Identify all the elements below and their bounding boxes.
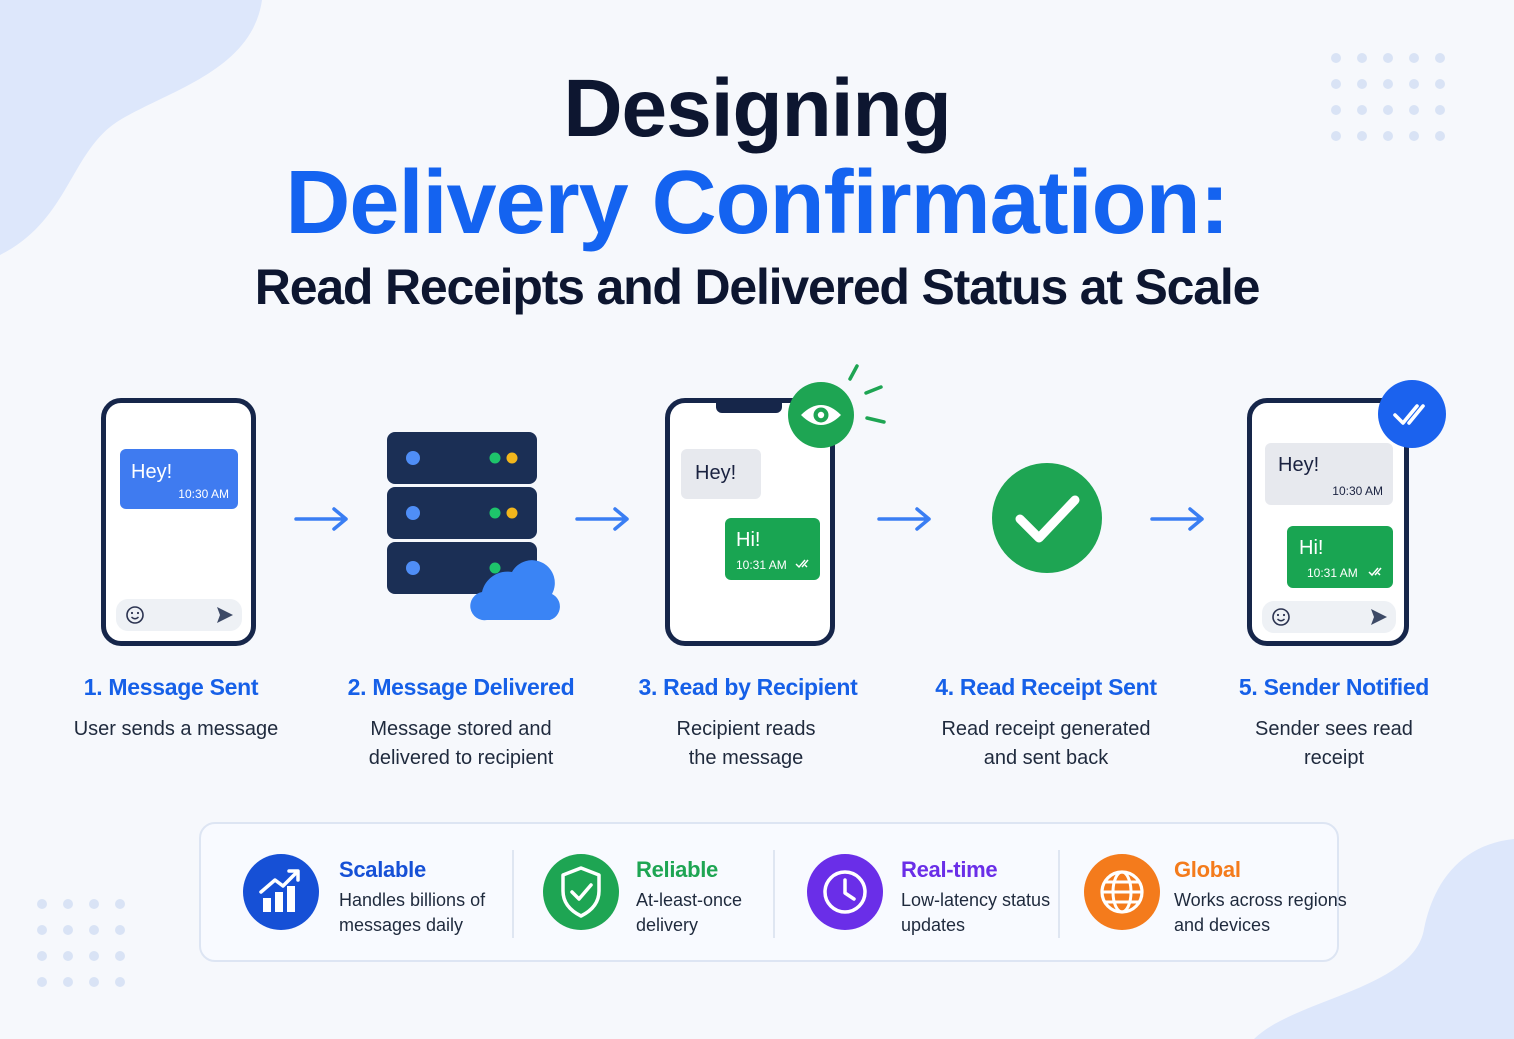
decorative-dot xyxy=(1383,105,1393,115)
feature-desc-global: Works across regions and devices xyxy=(1174,890,1347,935)
background-blob-top-left xyxy=(0,0,262,255)
feature-title-global: Global xyxy=(1174,857,1241,882)
decorative-dot xyxy=(63,925,73,935)
decorative-dot xyxy=(89,925,99,935)
flow-arrow-2 xyxy=(575,507,629,531)
clock-icon xyxy=(807,854,883,930)
decorative-dot xyxy=(63,977,73,987)
decorative-dot xyxy=(1409,131,1419,141)
feature-title-reliable: Reliable xyxy=(636,857,718,882)
emoji-icon[interactable] xyxy=(124,604,146,626)
step-4-description: Read receipt generated and sent back xyxy=(941,718,1151,769)
decorative-dot xyxy=(63,951,73,961)
decorative-dot xyxy=(37,899,47,909)
step-4-title: 4. Read Receipt Sent xyxy=(935,674,1157,700)
decorative-dot xyxy=(1383,79,1393,89)
step-2-description: Message stored and delivered to recipien… xyxy=(368,718,554,769)
decorative-dot xyxy=(1383,131,1393,141)
shield-check-icon xyxy=(543,854,619,930)
double-check-icon xyxy=(1368,567,1382,577)
page-title-line2: Delivery Confirmation: xyxy=(285,153,1229,253)
sender-phone: Hey! 10:30 AM xyxy=(101,398,256,646)
decorative-dot xyxy=(115,951,125,961)
feature-title-scalable: Scalable xyxy=(339,857,426,882)
step-1-title: 1. Message Sent xyxy=(83,674,259,700)
decorative-dot xyxy=(115,899,125,909)
background-blob-bottom-right xyxy=(1254,839,1514,1039)
feature-divider xyxy=(773,850,775,938)
sender-notified-phone: Hey! 10:30 AM Hi! 10:31 AM xyxy=(1247,398,1409,646)
phone-notch xyxy=(716,401,782,413)
decorative-dot xyxy=(37,925,47,935)
send-icon[interactable] xyxy=(1368,606,1390,628)
decorative-dot xyxy=(1435,79,1445,89)
server-cloud-icon xyxy=(387,432,560,621)
decorative-dot xyxy=(1357,105,1367,115)
decorative-dot xyxy=(89,899,99,909)
decorative-dot xyxy=(37,951,47,961)
check-circle-icon xyxy=(992,463,1102,573)
step-2-title: 2. Message Delivered xyxy=(347,674,575,700)
chart-up-icon xyxy=(243,854,319,930)
decorative-dot xyxy=(89,951,99,961)
decorative-dot xyxy=(63,899,73,909)
decorative-dots-top-right xyxy=(1331,53,1445,141)
feature-divider xyxy=(1058,850,1060,938)
decorative-dot xyxy=(1357,79,1367,89)
feature-title-realtime: Real-time xyxy=(901,857,998,882)
decorative-dot xyxy=(1357,131,1367,141)
reply-message-bubble: Hi! 10:31 AM xyxy=(725,518,820,580)
page-title-line1: Designing xyxy=(563,63,951,154)
step-5-description: Sender sees read receipt xyxy=(1255,718,1413,769)
message-input-bar[interactable] xyxy=(1262,601,1396,633)
decorative-dot xyxy=(1331,79,1341,89)
sent-message-bubble: Hey! 10:30 AM xyxy=(120,449,238,509)
page-subtitle: Read Receipts and Delivered Status at Sc… xyxy=(254,259,1261,315)
double-check-icon xyxy=(795,559,809,569)
eye-icon xyxy=(788,364,886,448)
flow-arrow-1 xyxy=(294,507,348,531)
feature-desc-realtime: Low-latency status updates xyxy=(901,890,1051,935)
decorative-dots-bottom-left xyxy=(37,899,125,987)
flow-arrow-3 xyxy=(877,507,931,531)
flow-arrow-4 xyxy=(1150,507,1204,531)
decorative-dot xyxy=(1331,105,1341,115)
decorative-dot xyxy=(1331,131,1341,141)
decorative-dot xyxy=(89,977,99,987)
send-icon[interactable] xyxy=(214,604,236,626)
decorative-dot xyxy=(1435,131,1445,141)
feature-desc-scalable: Handles billions of messages daily xyxy=(339,890,486,935)
feature-divider xyxy=(512,850,514,938)
decorative-dot xyxy=(115,977,125,987)
decorative-dot xyxy=(1409,105,1419,115)
step-5-title: 5. Sender Notified xyxy=(1238,674,1430,700)
reply-message-bubble: Hi! 10:31 AM xyxy=(1287,526,1393,588)
decorative-dot xyxy=(1435,53,1445,63)
decorative-dot xyxy=(1435,105,1445,115)
decorative-dot xyxy=(115,925,125,935)
decorative-dot xyxy=(1409,79,1419,89)
decorative-dot xyxy=(1409,53,1419,63)
message-input-bar[interactable] xyxy=(116,599,242,631)
incoming-message-bubble: Hey! xyxy=(681,449,761,499)
step-1-description: User sends a message xyxy=(73,718,279,740)
feature-desc-reliable: At-least-once delivery xyxy=(636,890,743,935)
decorative-dot xyxy=(1383,53,1393,63)
double-check-badge-icon xyxy=(1378,380,1446,448)
decorative-dot xyxy=(37,977,47,987)
features-panel: Scalable Handles billions of messages da… xyxy=(199,822,1347,962)
step-3-title: 3. Read by Recipient xyxy=(638,674,858,700)
step-3-description: Recipient reads the message xyxy=(676,718,816,769)
incoming-message-bubble: Hey! 10:30 AM xyxy=(1265,443,1393,505)
decorative-dot xyxy=(1331,53,1341,63)
decorative-dot xyxy=(1357,53,1367,63)
emoji-icon[interactable] xyxy=(1270,606,1292,628)
globe-icon xyxy=(1084,854,1160,930)
